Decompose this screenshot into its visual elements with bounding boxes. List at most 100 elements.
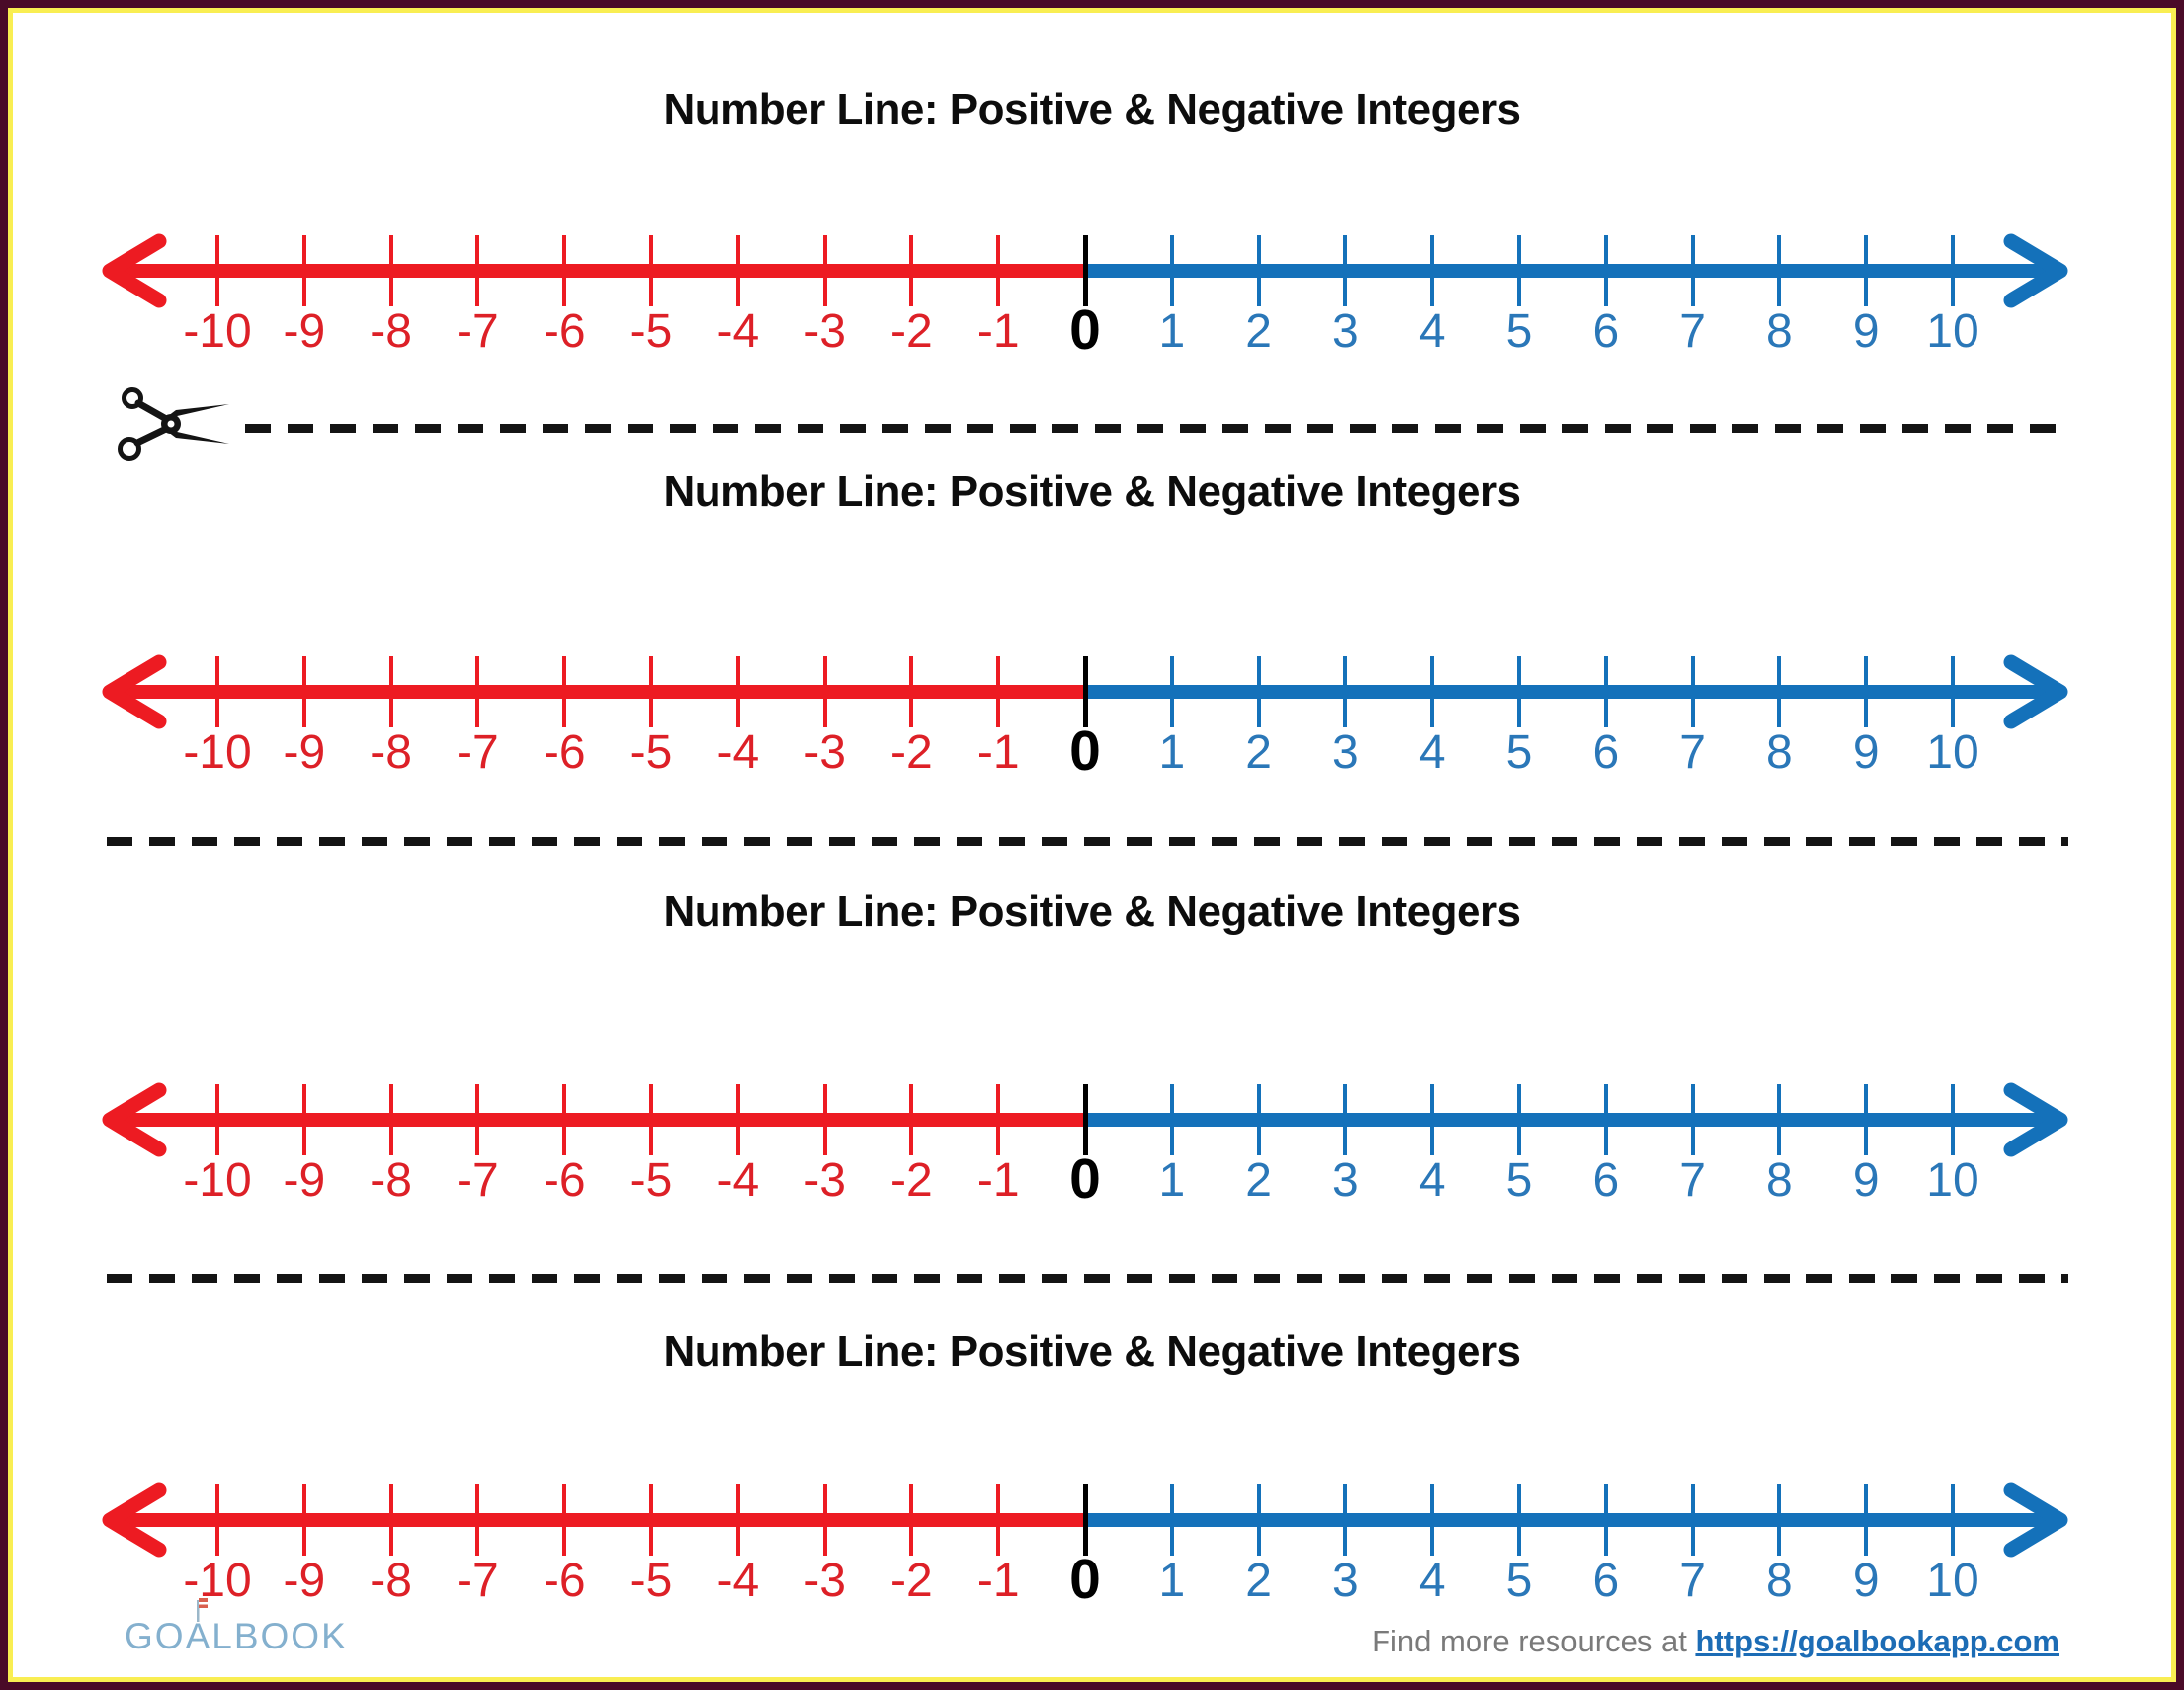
tick-mark — [562, 1484, 567, 1556]
number-label: -6 — [543, 1555, 586, 1607]
number-label: -2 — [890, 1555, 933, 1607]
number-label: -4 — [716, 1154, 760, 1207]
number-label: -5 — [630, 1555, 673, 1607]
number-label: -3 — [803, 1555, 846, 1607]
tick-mark — [475, 1484, 480, 1556]
cut-line — [107, 1274, 2068, 1283]
number-label: -9 — [283, 1154, 326, 1207]
number-label: -7 — [457, 1555, 499, 1607]
tick-mark — [1951, 656, 1955, 727]
tick-mark — [735, 656, 740, 727]
goalbookapp-link[interactable]: https://goalbookapp.com — [1695, 1624, 2059, 1658]
number-label: -10 — [183, 726, 252, 779]
arrow-left-icon — [102, 654, 167, 729]
cut-line — [245, 424, 2065, 433]
tick-mark — [1430, 235, 1435, 306]
arrow-right-icon — [2003, 1482, 2068, 1558]
tick-mark — [388, 1084, 393, 1155]
number-label: 10 — [1926, 305, 1979, 358]
tick-mark — [1256, 656, 1261, 727]
tick-mark — [475, 656, 480, 727]
tick-mark — [996, 1084, 1001, 1155]
tick-mark — [909, 1084, 914, 1155]
flag-icon — [196, 1598, 208, 1622]
scissors-icon — [118, 387, 229, 461]
negative-line — [116, 1113, 1085, 1127]
number-label: 2 — [1245, 726, 1272, 779]
tick-mark — [1864, 235, 1869, 306]
number-label: -7 — [457, 305, 499, 358]
tick-mark — [649, 656, 653, 727]
number-label: 8 — [1766, 1555, 1793, 1607]
number-label: 7 — [1679, 726, 1706, 779]
zero-tick — [1082, 235, 1088, 306]
tick-mark — [1951, 235, 1955, 306]
tick-mark — [649, 235, 653, 306]
tick-mark — [649, 1084, 653, 1155]
number-label: -10 — [183, 1154, 252, 1207]
arrow-right-icon — [2003, 233, 2068, 308]
tick-mark — [1864, 1084, 1869, 1155]
tick-mark — [1169, 656, 1174, 727]
tick-mark — [215, 1484, 219, 1556]
number-label: -7 — [457, 1154, 499, 1207]
logo-text-post: LBOOK — [211, 1616, 348, 1656]
tick-mark — [1777, 235, 1782, 306]
tick-mark — [822, 1084, 827, 1155]
number-label: -6 — [543, 1154, 586, 1207]
arrow-right-icon — [2003, 1082, 2068, 1157]
positive-line — [1085, 1113, 2052, 1127]
number-label: 9 — [1852, 305, 1880, 358]
tick-mark — [1430, 1084, 1435, 1155]
tick-mark — [1864, 656, 1869, 727]
number-label: 4 — [1418, 1154, 1446, 1207]
negative-line — [116, 264, 1085, 278]
number-label: -2 — [890, 726, 933, 779]
number-label: -6 — [543, 726, 586, 779]
tick-mark — [215, 235, 219, 306]
tick-mark — [1517, 1484, 1521, 1556]
number-label: 10 — [1926, 1555, 1979, 1607]
number-label: -8 — [370, 1154, 412, 1207]
tick-mark — [1777, 1484, 1782, 1556]
number-label: 2 — [1245, 1154, 1272, 1207]
number-label: -3 — [803, 726, 846, 779]
tick-mark — [1603, 235, 1608, 306]
tick-mark — [1169, 1084, 1174, 1155]
arrow-right-icon — [2003, 654, 2068, 729]
number-label: 4 — [1418, 1555, 1446, 1607]
number-label: -10 — [183, 1555, 252, 1607]
tick-mark — [301, 656, 306, 727]
number-label: -3 — [803, 305, 846, 358]
section-title: Number Line: Positive & Negative Integer… — [663, 887, 1521, 936]
negative-line — [116, 1513, 1085, 1527]
number-label: 2 — [1245, 1555, 1272, 1607]
number-label: -5 — [630, 1154, 673, 1207]
tick-mark — [1517, 235, 1521, 306]
tick-mark — [1951, 1484, 1955, 1556]
tick-mark — [1951, 1084, 1955, 1155]
number-label: 0 — [1069, 719, 1101, 783]
number-label: -8 — [370, 1555, 412, 1607]
section-title: Number Line: Positive & Negative Integer… — [663, 467, 1521, 516]
tick-mark — [1343, 656, 1348, 727]
negative-line — [116, 685, 1085, 699]
positive-line — [1085, 1513, 2052, 1527]
number-label: 3 — [1332, 1154, 1359, 1207]
number-label: -5 — [630, 726, 673, 779]
logo-text-a: A — [185, 1616, 212, 1656]
tick-mark — [388, 1484, 393, 1556]
tick-mark — [1777, 656, 1782, 727]
tick-mark — [1603, 656, 1608, 727]
number-label: 7 — [1679, 1555, 1706, 1607]
section-title: Number Line: Positive & Negative Integer… — [663, 1327, 1521, 1376]
tick-mark — [301, 1484, 306, 1556]
number-label: 5 — [1505, 305, 1533, 358]
tick-mark — [301, 235, 306, 306]
tick-mark — [996, 656, 1001, 727]
tick-mark — [735, 235, 740, 306]
tick-mark — [215, 1084, 219, 1155]
